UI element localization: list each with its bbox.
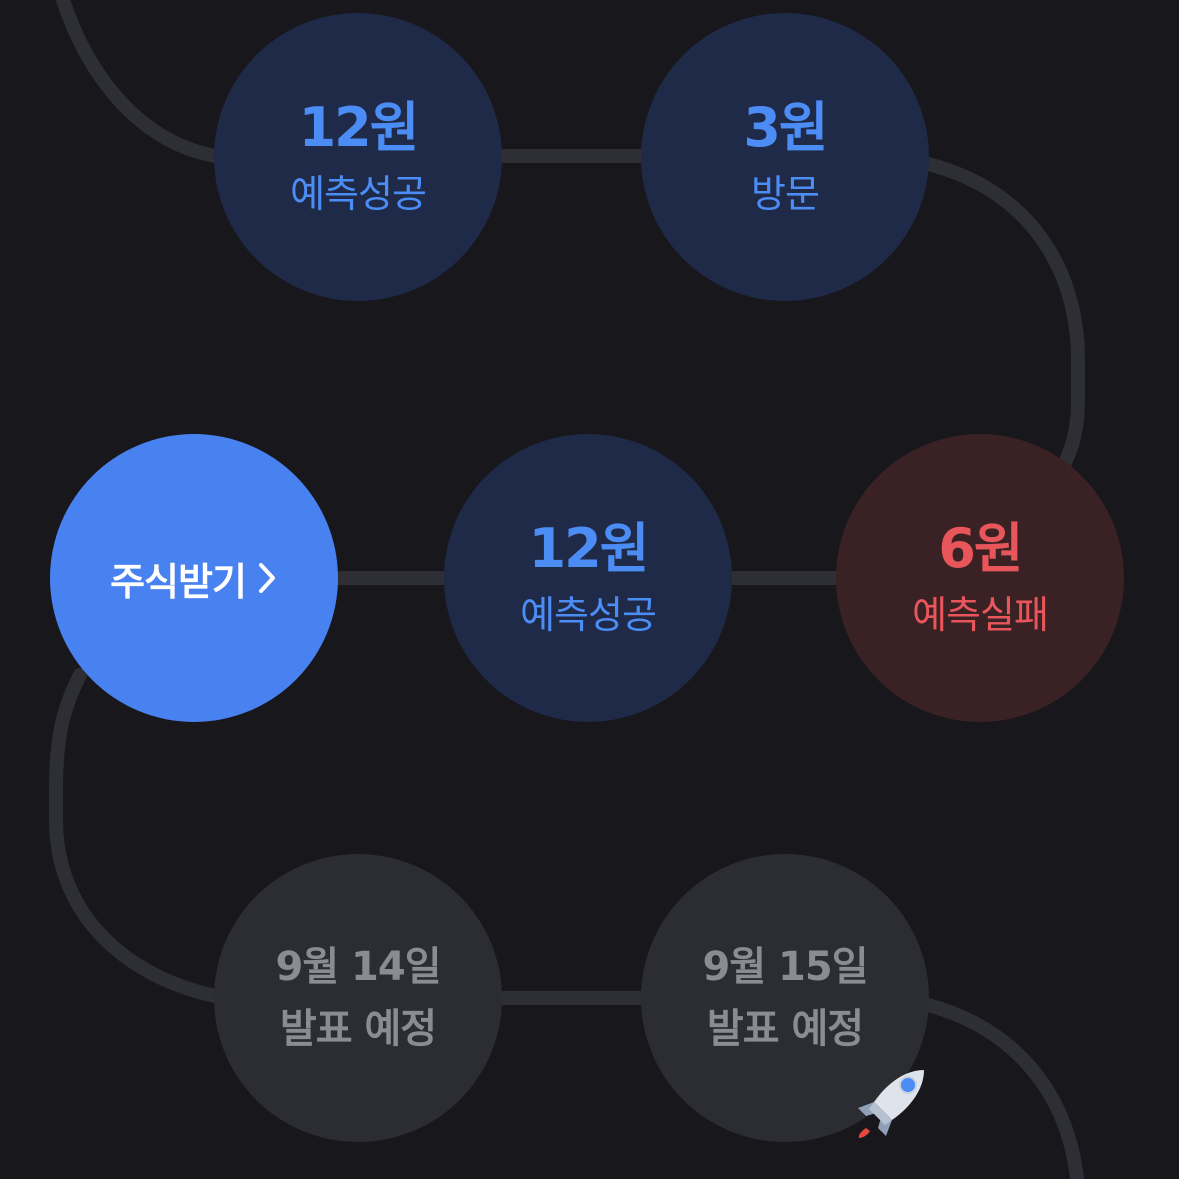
reward-amount: 3원 xyxy=(743,96,828,159)
visit-node: 3원 방문 xyxy=(641,13,929,301)
result-status: 예측성공 xyxy=(290,172,427,216)
chevron-right-icon xyxy=(258,563,275,593)
announcement-date: 9월 14일 xyxy=(275,944,441,990)
reward-amount: 12원 xyxy=(528,517,650,580)
pending-node: 9월 15일 발표 예정 xyxy=(641,854,929,1142)
result-status: 예측성공 xyxy=(520,593,657,637)
rocket-icon xyxy=(858,1070,924,1138)
claim-stock-label: 주식받기 xyxy=(110,559,247,604)
prediction-node-success: 12원 예측성공 xyxy=(214,13,502,301)
pending-node: 9월 14일 발표 예정 xyxy=(214,854,502,1142)
reward-amount: 12원 xyxy=(298,96,420,159)
reward-amount: 6원 xyxy=(938,517,1023,580)
result-status: 예측실패 xyxy=(912,593,1049,637)
prediction-node-success: 12원 예측성공 xyxy=(444,434,732,722)
announcement-note: 발표 예정 xyxy=(279,1006,437,1052)
announcement-note: 발표 예정 xyxy=(706,1006,864,1052)
claim-stock-button[interactable]: 주식받기 xyxy=(50,434,338,722)
prediction-node-fail: 6원 예측실패 xyxy=(836,434,1124,722)
announcement-date: 9월 15일 xyxy=(702,944,868,990)
result-status: 방문 xyxy=(751,172,820,216)
